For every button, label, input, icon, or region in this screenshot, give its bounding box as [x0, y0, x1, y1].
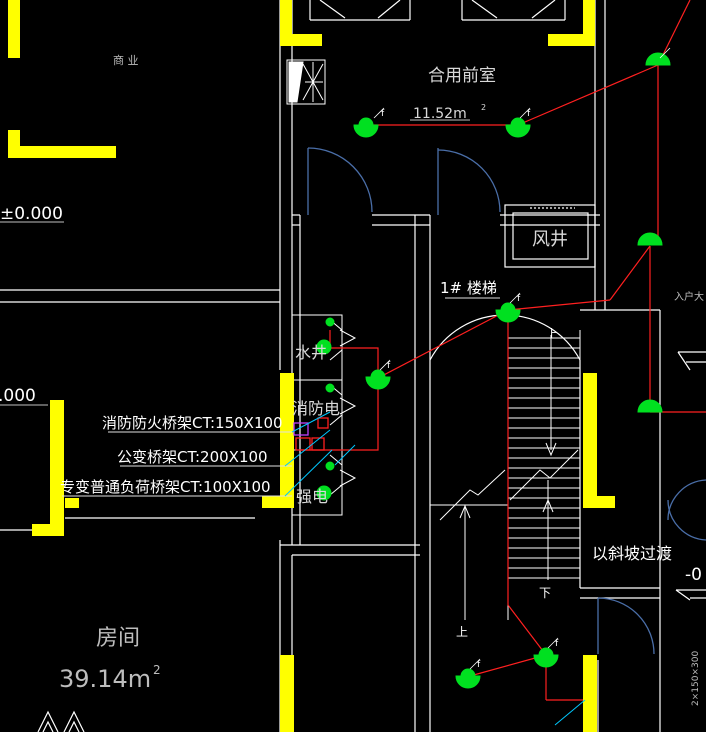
label-up-2: 上: [456, 625, 468, 639]
lamp-icon: [316, 485, 332, 501]
label-lobby-area-sup: 2: [481, 103, 486, 112]
label-level-left: .000: [0, 386, 36, 406]
lamp-tags: [373, 47, 671, 670]
lamp-icon: [325, 383, 335, 393]
label-tray-private: 专变普通负荷桥架CT:100X100: [60, 478, 271, 496]
label-vertical-note: 2×150×300: [691, 651, 701, 706]
door-swings: [307, 147, 706, 655]
lamp-icon: [353, 117, 379, 138]
stair-treads: [429, 314, 581, 620]
label-air-shaft: 风井: [532, 229, 568, 250]
label-commercial: 商 业: [113, 53, 139, 67]
lamp-tag: f: [477, 660, 481, 670]
label-slope-note: 以斜坡过渡: [592, 544, 672, 563]
label-down-1: 下: [539, 586, 551, 600]
lamp-icon: [637, 399, 663, 413]
label-up-1: 上: [546, 327, 558, 341]
lamp-icon: [533, 647, 559, 668]
label-stair-1: 1# 楼梯: [440, 279, 497, 297]
label-power-well: 强电: [296, 487, 328, 506]
public-tray-box: [295, 437, 311, 451]
label-fire-well: 消防电: [292, 399, 340, 418]
lamp-icon: [325, 317, 335, 327]
ventilation-fan-icon: [286, 59, 326, 105]
lamp-icon: [316, 339, 332, 355]
label-water-well: 水井: [295, 343, 327, 362]
label-room-area: 39.14m: [59, 665, 151, 693]
lamp-icon: [365, 369, 391, 390]
lamp-icon: [495, 302, 521, 323]
label-tray-fire: 消防防火桥架CT:150X100: [102, 414, 283, 432]
lamp-icon: [325, 461, 335, 471]
label-level-right: -0: [685, 565, 702, 585]
lamp-tag: f: [381, 109, 385, 119]
lamp-tag: f: [555, 639, 559, 649]
label-level-top: ±0.000: [0, 204, 63, 224]
lamp-tag: f: [517, 294, 521, 304]
fire-tray-box: [293, 422, 309, 436]
label-room: 房间: [96, 626, 140, 651]
label-lobby-area: 11.52m: [413, 106, 467, 122]
lamp-icon: [645, 52, 671, 66]
label-room-area-sup: 2: [153, 663, 161, 677]
lamp-tag: f: [527, 109, 531, 119]
label-entrance: 入户大: [674, 290, 704, 303]
leader-lines: [62, 297, 586, 726]
circuit-lines: [300, 0, 706, 701]
lamp-icon: [505, 117, 531, 138]
lamp-fixtures: [316, 52, 671, 689]
yellow-walls: [8, 0, 615, 732]
label-tray-public: 公变桥架CT:200X100: [117, 448, 268, 466]
well-cabinets: [291, 314, 357, 516]
lamp-tag: f: [387, 361, 391, 371]
lamp-icon: [455, 668, 481, 689]
label-shared-lobby: 合用前室: [428, 66, 496, 86]
lamp-icon: [637, 232, 663, 246]
